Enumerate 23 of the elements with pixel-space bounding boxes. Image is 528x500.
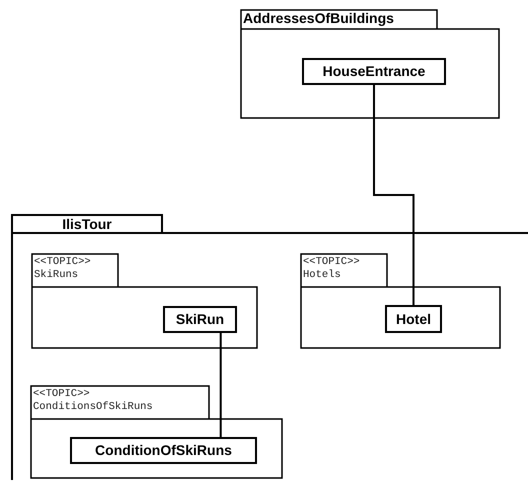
class-name: ConditionOfSkiRuns: [95, 443, 232, 458]
package-folder: [241, 10, 499, 118]
class-box: [163, 306, 237, 333]
association-line: [220, 333, 222, 437]
class-box: [302, 58, 446, 85]
class-box: [70, 437, 257, 464]
package-folder: [32, 254, 257, 348]
package-name: AddressesOfBuildings: [243, 11, 394, 26]
package-folder: [12, 215, 528, 480]
package-folder: [301, 254, 500, 348]
association-line: [373, 85, 414, 305]
stereotype-label: <<TOPIC>>: [33, 388, 90, 400]
package-name: Hotels: [303, 269, 341, 281]
package-name: ConditionsOfSkiRuns: [33, 401, 153, 413]
stereotype-label: <<TOPIC>>: [34, 256, 91, 268]
class-name: HouseEntrance: [322, 64, 426, 79]
class-box: [385, 305, 442, 333]
class-name: SkiRun: [176, 312, 224, 327]
stereotype-label: <<TOPIC>>: [303, 256, 360, 268]
package-name: SkiRuns: [34, 269, 78, 281]
package-folder: [31, 386, 282, 478]
class-name: Hotel: [396, 312, 431, 326]
package-name: IlisTour: [61, 217, 113, 232]
